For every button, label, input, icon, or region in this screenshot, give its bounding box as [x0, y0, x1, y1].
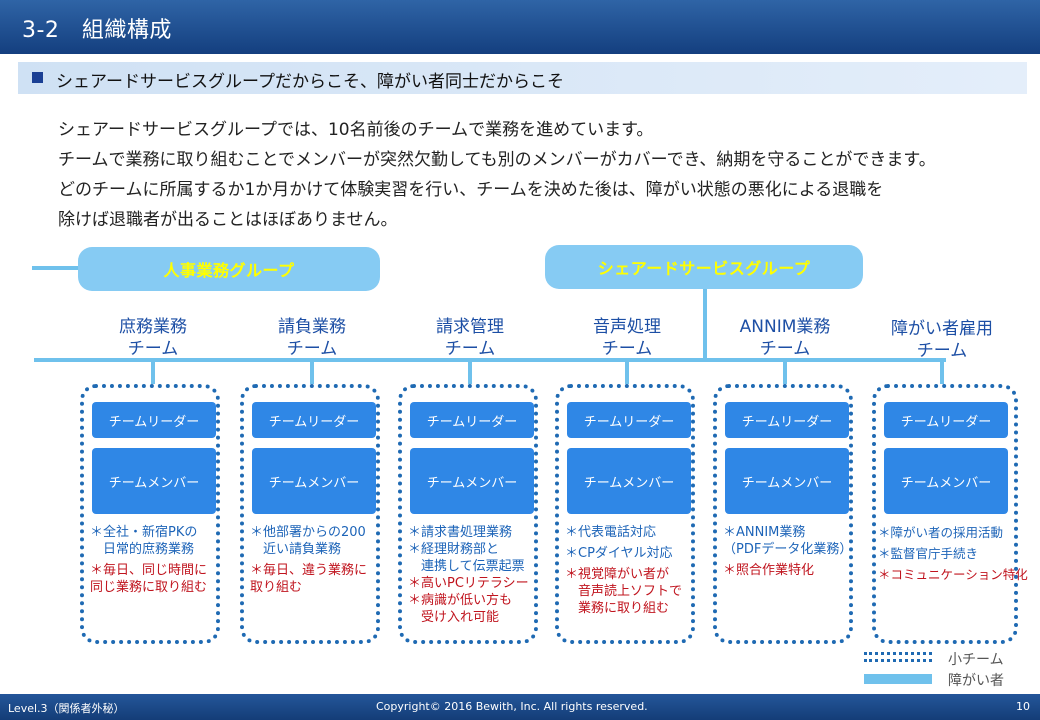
legend-disabled-label: 障がい者	[948, 673, 1004, 689]
team-box-billing: チームリーダー チームメンバー ＊請求書処理業務 ＊経理財務部と 連携して伝票起…	[398, 384, 538, 644]
note-item: ＊障がい者の採用活動	[878, 525, 1004, 540]
note-item: ＊照合作業特化	[723, 563, 815, 578]
square-bullet-icon	[32, 72, 43, 83]
team-notes: ＊全社・新宿PKの 日常的庶務業務 ＊毎日、同じ時間に同じ業務に取り組む	[90, 524, 224, 600]
team-member-button[interactable]: チームメンバー	[252, 448, 376, 514]
team-name: 庶務業務チーム	[119, 317, 187, 359]
team-name: 請求管理チーム	[436, 317, 504, 359]
team-name: 障がい者雇用チーム	[891, 319, 993, 361]
team-member-button[interactable]: チームメンバー	[92, 448, 216, 514]
intro-line: どのチームに所属するか1か月かけて体験実習を行い、チームを決めた後は、障がい状態…	[58, 180, 884, 200]
team-member-button[interactable]: チームメンバー	[410, 448, 534, 514]
team-bus-line	[34, 358, 946, 362]
team-drop-line	[468, 360, 472, 384]
confidentiality-label: Level.3（関係者外秘）	[8, 702, 125, 715]
team-name: 音声処理チーム	[593, 317, 661, 359]
team-drop-line	[940, 360, 944, 384]
shared-group-connector	[703, 288, 707, 362]
team-member-button[interactable]: チームメンバー	[725, 448, 849, 514]
note-item: ＊CPダイヤル対応	[565, 546, 673, 561]
team-member-button[interactable]: チームメンバー	[884, 448, 1008, 514]
team-leader-button[interactable]: チームリーダー	[884, 402, 1008, 438]
team-notes: ＊障がい者の採用活動 ＊監督官庁手続き ＊コミュニケーション特化	[878, 524, 1028, 587]
note-item: ＊ANNIM業務（PDFデータ化業務）	[723, 525, 853, 557]
team-drop-line	[310, 360, 314, 384]
team-box-contract-work: チームリーダー チームメンバー ＊他部署からの200 近い請負業務 ＊毎日、違う…	[240, 384, 380, 644]
slide-title: 3-2 組織構成	[22, 18, 172, 43]
team-notes: ＊ANNIM業務（PDFデータ化業務） ＊照合作業特化	[723, 524, 857, 583]
team-drop-line	[625, 360, 629, 384]
note-item: ＊代表電話対応	[565, 525, 657, 540]
team-member-button[interactable]: チームメンバー	[567, 448, 691, 514]
intro-line: シェアードサービスグループでは、10名前後のチームで業務を進めています。	[58, 120, 654, 140]
team-leader-button[interactable]: チームリーダー	[252, 402, 376, 438]
copyright-text: Copyright© 2016 Bewith, Inc. All rights …	[376, 700, 648, 713]
team-box-general-affairs: チームリーダー チームメンバー ＊全社・新宿PKの 日常的庶務業務 ＊毎日、同じ…	[80, 384, 220, 644]
slide-header: 3-2 組織構成	[0, 0, 1040, 54]
team-name: ANNIM業務チーム	[739, 317, 831, 359]
note-item: ＊請求書処理業務	[408, 525, 513, 540]
slide-footer: Level.3（関係者外秘） Copyright© 2016 Bewith, I…	[0, 694, 1040, 720]
team-leader-button[interactable]: チームリーダー	[410, 402, 534, 438]
team-notes: ＊代表電話対応 ＊CPダイヤル対応 ＊視覚障がい者が 音声読上ソフトで 業務に取…	[565, 524, 699, 621]
legend-small-team-label: 小チーム	[948, 652, 1004, 668]
note-item: ＊病識が低い方も 受け入れ可能	[408, 593, 513, 625]
intro-paragraph: シェアードサービスグループでは、10名前後のチームで業務を進めています。 チーム…	[58, 115, 1018, 235]
team-box-disability-hiring: チームリーダー チームメンバー ＊障がい者の採用活動 ＊監督官庁手続き ＊コミュ…	[872, 384, 1028, 644]
hr-group-label: 人事業務グループ	[78, 247, 380, 291]
team-drop-line	[783, 360, 787, 384]
note-item: ＊監督官庁手続き	[878, 546, 979, 561]
team-notes: ＊請求書処理業務 ＊経理財務部と 連携して伝票起票 ＊高いPCリテラシー ＊病識…	[408, 524, 542, 626]
shared-service-group-label: シェアードサービスグループ	[545, 245, 863, 289]
note-item: ＊高いPCリテラシー	[408, 576, 529, 591]
team-name: 請負業務チーム	[278, 317, 346, 359]
note-item: ＊全社・新宿PKの 日常的庶務業務	[90, 525, 198, 557]
subheading-text: シェアードサービスグループだからこそ、障がい者同士だからこそ	[56, 72, 564, 92]
note-item: ＊他部署からの200 近い請負業務	[250, 525, 366, 557]
note-item: ＊毎日、違う業務に取り組む	[250, 563, 368, 595]
team-leader-button[interactable]: チームリーダー	[725, 402, 849, 438]
intro-line: チームで業務に取り組むことでメンバーが突然欠勤しても別のメンバーがカバーでき、納…	[58, 150, 936, 170]
team-box-voice: チームリーダー チームメンバー ＊代表電話対応 ＊CPダイヤル対応 ＊視覚障がい…	[555, 384, 695, 644]
team-drop-line	[151, 360, 155, 384]
legend-small-team-swatch	[864, 652, 932, 662]
note-item: ＊経理財務部と 連携して伝票起票	[408, 542, 525, 574]
hr-group-connector	[32, 266, 80, 270]
legend-disabled-swatch	[864, 674, 932, 684]
note-item: ＊コミュニケーション特化	[878, 567, 1028, 582]
subheading-bar: シェアードサービスグループだからこそ、障がい者同士だからこそ	[18, 62, 1027, 94]
team-box-annim: チームリーダー チームメンバー ＊ANNIM業務（PDFデータ化業務） ＊照合作…	[713, 384, 853, 644]
team-leader-button[interactable]: チームリーダー	[567, 402, 691, 438]
team-notes: ＊他部署からの200 近い請負業務 ＊毎日、違う業務に取り組む	[250, 524, 384, 600]
note-item: ＊毎日、同じ時間に同じ業務に取り組む	[90, 563, 208, 595]
page-number: 10	[1016, 700, 1030, 713]
team-leader-button[interactable]: チームリーダー	[92, 402, 216, 438]
note-item: ＊視覚障がい者が 音声読上ソフトで 業務に取り組む	[565, 567, 683, 616]
intro-line: 除けば退職者が出ることはほぼありません。	[58, 210, 398, 230]
